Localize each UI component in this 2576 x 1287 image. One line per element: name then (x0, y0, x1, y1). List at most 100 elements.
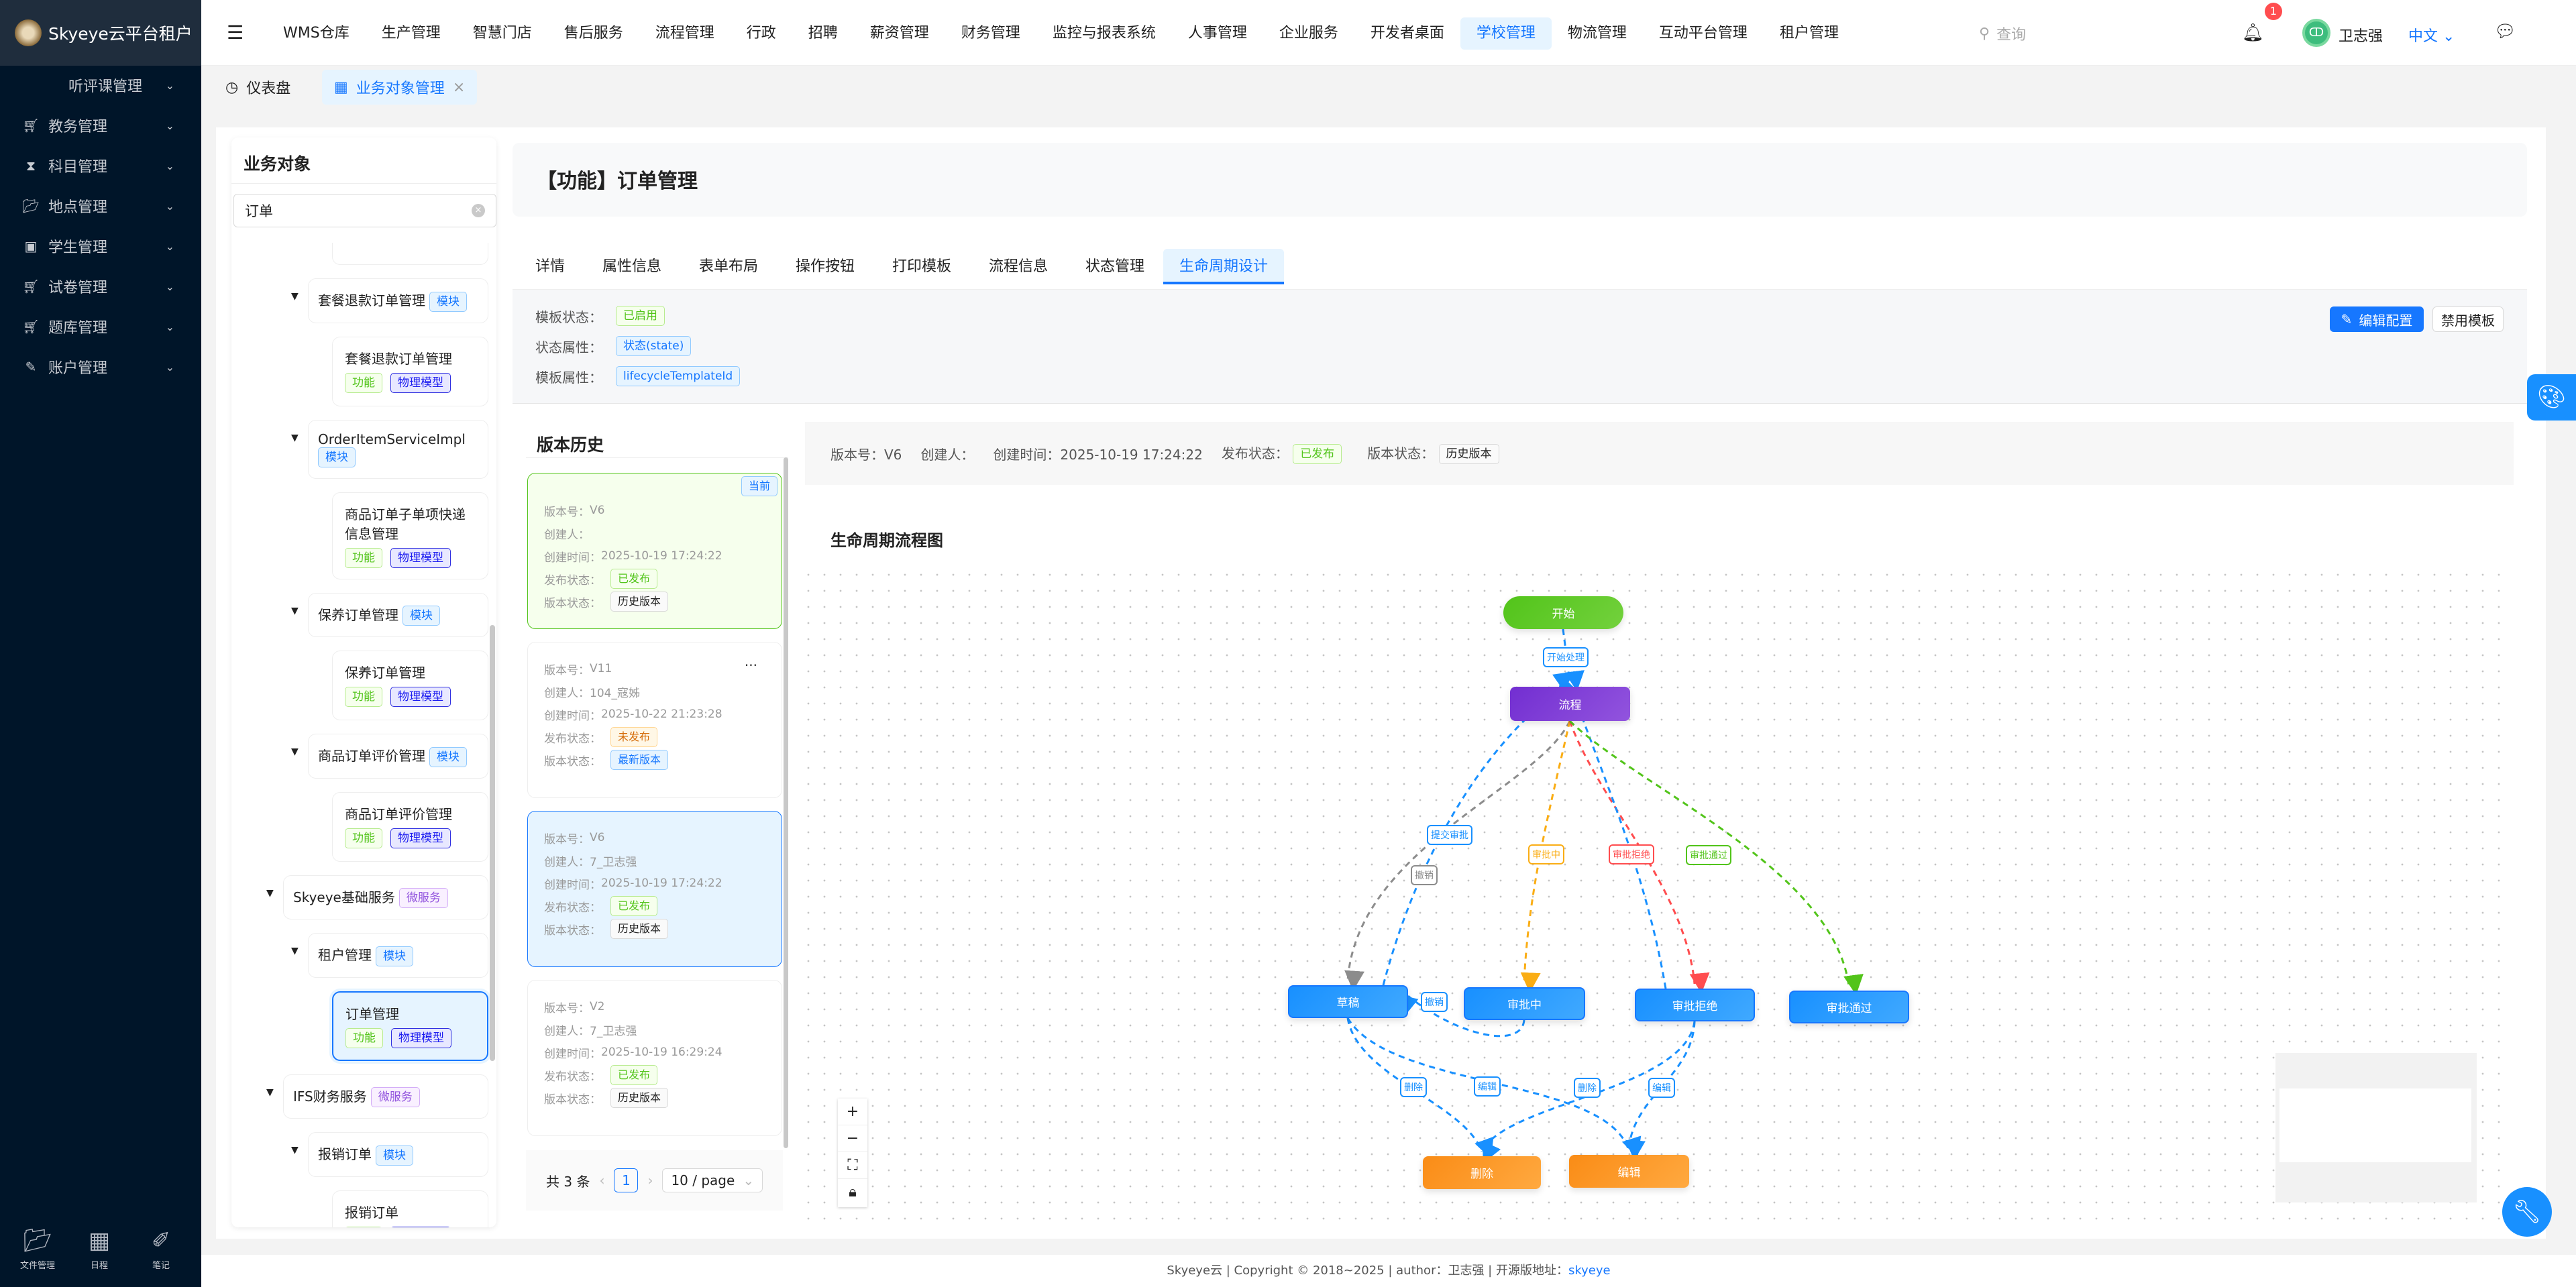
detail-tab[interactable]: 打印模板 (892, 258, 952, 275)
edge-label[interactable]: 删除 (1574, 1078, 1601, 1098)
nav-item[interactable]: 开发者桌面 (1370, 25, 1444, 42)
edge-label[interactable]: 开始处理 (1543, 647, 1589, 667)
nav-item[interactable]: 行政 (746, 25, 776, 42)
edge-label[interactable]: 提交审批 (1427, 825, 1472, 845)
edge-label[interactable]: 审批中 (1528, 844, 1564, 864)
flow-node-edit[interactable]: 编辑 (1569, 1155, 1689, 1188)
edit-config-button[interactable]: ✎ 编辑配置 (2330, 306, 2424, 332)
sidebar-item[interactable]: 听评课管理⌄ (0, 66, 201, 104)
flow-node-approving[interactable]: 审批中 (1464, 987, 1585, 1020)
nav-item[interactable]: 学校管理 (1460, 17, 1552, 50)
tree-node-module[interactable]: ▼租户管理模块 (291, 933, 488, 978)
sidebar-item[interactable]: 🛒︎试卷管理⌄ (0, 268, 201, 305)
lifecycle-flow-canvas[interactable]: 开始流程草稿审批中审批拒绝审批通过删除编辑 开始处理提交审批撤销审批中审批拒绝审… (800, 567, 2514, 1224)
caret-down-icon[interactable]: ▼ (266, 887, 274, 899)
edge-label[interactable]: 编辑 (1648, 1078, 1675, 1098)
tree-node-module[interactable]: ▼报销订单模块 (291, 1132, 488, 1177)
nav-item[interactable]: 人事管理 (1187, 25, 1247, 42)
avatar[interactable]: ↀ (2302, 19, 2330, 47)
detail-tab[interactable]: 状态管理 (1085, 258, 1145, 275)
flow-edge-submit[interactable] (1382, 671, 1575, 986)
caret-down-icon[interactable]: ▼ (291, 746, 299, 757)
caret-down-icon[interactable]: ▼ (266, 1086, 274, 1098)
nav-item[interactable]: 生产管理 (381, 25, 441, 42)
scrollbar[interactable] (784, 457, 788, 1148)
tree-node-module[interactable]: ▼保养订单管理模块 (291, 592, 488, 637)
menu-toggle-icon[interactable]: ☰ (227, 21, 244, 44)
nav-item[interactable]: 互动平台管理 (1658, 25, 1748, 42)
tree-search-input[interactable]: 订单 × (233, 194, 496, 227)
fit-view-icon[interactable]: ⛶ (838, 1152, 867, 1179)
detail-tab[interactable]: 属性信息 (602, 258, 662, 275)
detail-tab[interactable]: 表单布局 (699, 258, 759, 275)
minimap[interactable] (2275, 1053, 2477, 1202)
flow-edge-revoke[interactable] (1344, 720, 1571, 991)
tree-node-function[interactable]: 商品订单评价管理功能物理模型 (332, 791, 488, 862)
next-page-icon[interactable]: › (647, 1172, 653, 1188)
caret-down-icon[interactable]: ▼ (291, 432, 299, 443)
edge-label[interactable]: 编辑 (1474, 1076, 1501, 1097)
edge-label[interactable]: 删除 (1400, 1077, 1427, 1097)
flow-edge-approve[interactable] (1568, 720, 1864, 995)
edge-label[interactable]: 审批拒绝 (1609, 844, 1654, 864)
tree-node-module[interactable]: ▼套餐退款订单管理模块 (291, 278, 488, 323)
sidebar-item[interactable]: ⧗科目管理⌄ (0, 147, 201, 184)
sidebar-item[interactable]: 📂︎地点管理⌄ (0, 187, 201, 225)
clear-icon[interactable]: × (472, 204, 485, 217)
flow-node-approved[interactable]: 审批通过 (1789, 991, 1909, 1023)
nav-item[interactable]: 财务管理 (961, 25, 1020, 42)
edge-label[interactable]: 审批通过 (1686, 845, 1731, 865)
detail-tab[interactable]: 操作按钮 (796, 258, 855, 275)
tree-node-function[interactable]: 套餐退款订单管理功能物理模型 (332, 336, 488, 406)
nav-item[interactable]: 监控与报表系统 (1052, 25, 1156, 42)
scrollbar[interactable] (490, 625, 495, 1061)
sidebar-shortcut[interactable]: ✐笔记 (141, 1227, 181, 1271)
tree-node-function[interactable]: 订单管理功能物理模型 (332, 991, 488, 1061)
zoom-in-icon[interactable]: + (838, 1099, 867, 1125)
lock-icon[interactable]: 🔒︎ (849, 1184, 857, 1200)
nav-item[interactable]: 薪资管理 (869, 25, 929, 42)
page-1-button[interactable]: 1 (614, 1168, 639, 1192)
edge-label[interactable]: 撤销 (1411, 865, 1438, 885)
tree-node-service[interactable]: ▼Skyeye基础服务微服务 (266, 875, 488, 919)
sidebar-item[interactable]: ▣学生管理⌄ (0, 227, 201, 265)
more-icon[interactable]: ··· (744, 657, 757, 673)
nav-item[interactable]: 流程管理 (655, 25, 714, 42)
detail-tab[interactable]: 流程信息 (989, 258, 1049, 275)
tree-node-function[interactable]: 商品订单子单项快递信息管理功能物理模型 (332, 492, 488, 579)
minimap-viewport[interactable] (2279, 1088, 2471, 1162)
flow-node-draft[interactable]: 草稿 (1288, 985, 1408, 1018)
tree-node-service[interactable]: ▼IFS财务服务微服务 (266, 1074, 488, 1119)
page-size-select[interactable]: 10 / page⌄ (662, 1168, 763, 1192)
global-search[interactable]: ⚲ 查询 (1979, 17, 2026, 50)
tree-node-function[interactable]: 保养订单管理功能物理模型 (332, 651, 488, 720)
flow-node-rejected[interactable]: 审批拒绝 (1635, 989, 1755, 1021)
wrench-icon[interactable]: 🔧︎ (2502, 1187, 2552, 1237)
zoom-out-icon[interactable]: − (838, 1125, 867, 1152)
brand[interactable]: Skyeye云平台租户 (0, 0, 201, 66)
sidebar-item[interactable]: ✎账户管理⌄ (0, 348, 201, 386)
nav-item[interactable]: 招聘 (808, 25, 838, 42)
tree-node-module[interactable]: ▼商品订单评价管理模块 (291, 734, 488, 779)
bell-icon[interactable]: 🔔︎ (2242, 23, 2265, 43)
nav-item[interactable]: 智慧门店 (472, 25, 532, 42)
sidebar-shortcut[interactable]: ▦日程 (79, 1227, 119, 1271)
language-switch[interactable]: 中文 ⌄ (2408, 24, 2455, 46)
detail-tab[interactable]: 生命周期设计 (1163, 249, 1285, 284)
nav-item[interactable]: 售后服务 (564, 25, 623, 42)
tree-node-function[interactable]: 报销订单功能物理模型 (332, 1190, 488, 1227)
flow-node-start[interactable]: 开始 (1503, 596, 1623, 629)
nav-item[interactable]: 租户管理 (1779, 25, 1839, 42)
source-link[interactable]: skyeye (1568, 1264, 1611, 1278)
close-icon[interactable]: × (452, 78, 466, 96)
flow-node-delete[interactable]: 删除 (1423, 1156, 1541, 1189)
caret-down-icon[interactable]: ▼ (291, 1145, 299, 1156)
palette-icon[interactable]: 🎨︎ (2527, 374, 2576, 421)
nav-item[interactable]: 企业服务 (1279, 25, 1338, 42)
